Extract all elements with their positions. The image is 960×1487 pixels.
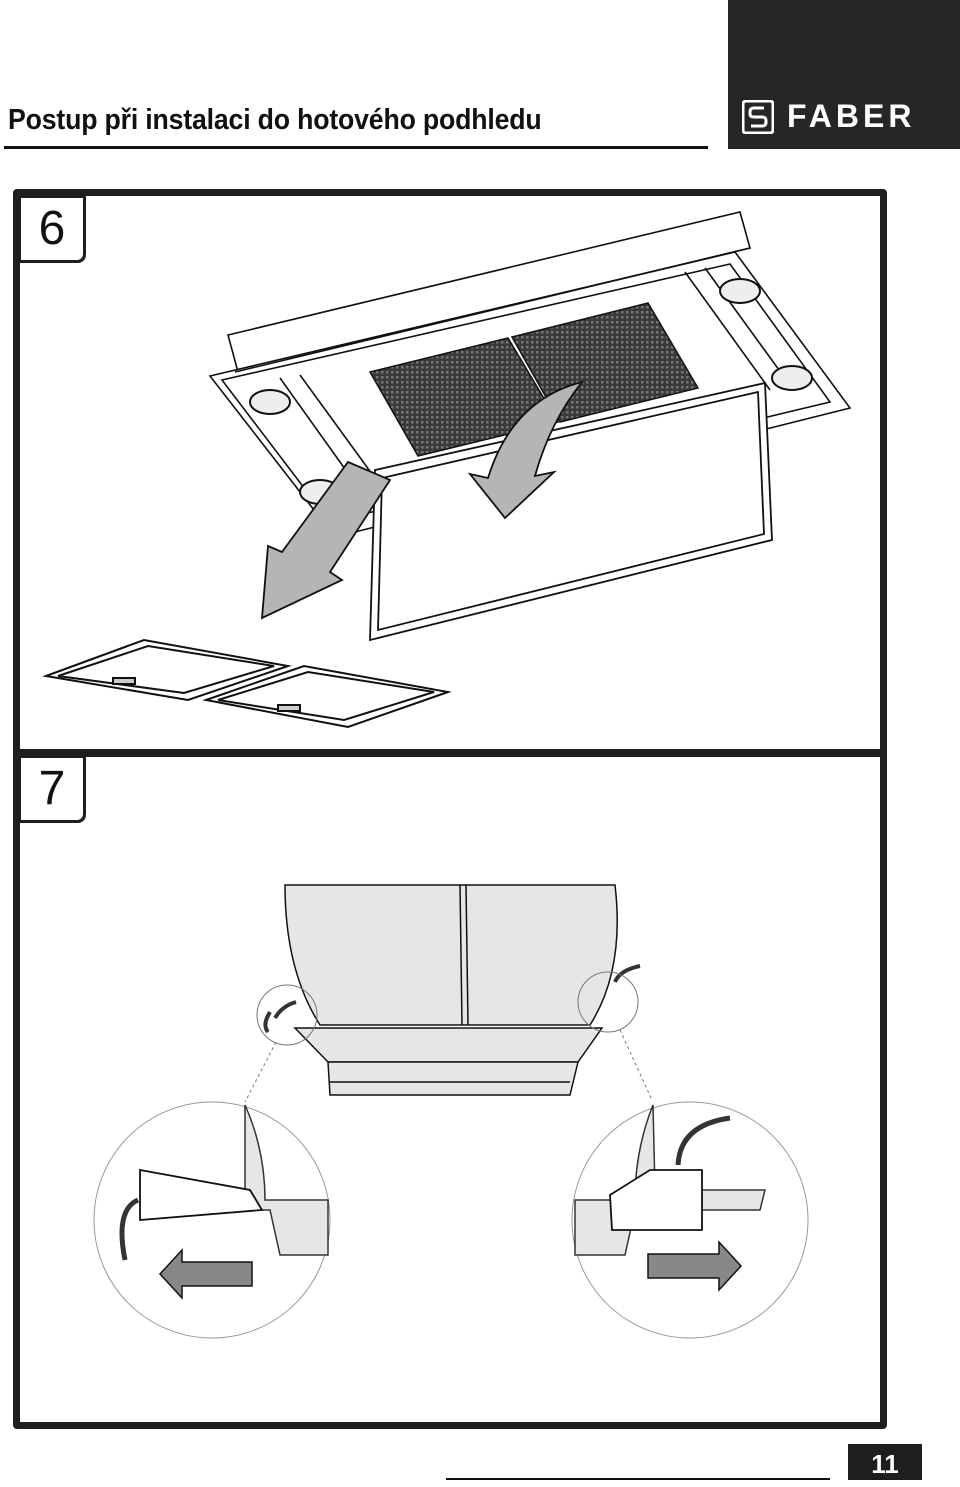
illustration-frame bbox=[13, 189, 887, 1429]
panel-divider bbox=[13, 749, 887, 757]
magnifier-circles-outline bbox=[244, 971, 653, 1103]
page-number: 11 bbox=[848, 1444, 922, 1480]
faber-logo-icon bbox=[742, 100, 774, 134]
page-title: Postup při instalaci do hotového podhled… bbox=[8, 104, 542, 136]
step-number-7: 7 bbox=[18, 755, 86, 823]
step-6-illustration bbox=[42, 211, 852, 729]
arrow-icon bbox=[260, 380, 585, 620]
removed-grease-filters bbox=[42, 638, 452, 729]
cable-right bbox=[613, 964, 641, 983]
lower-panel bbox=[369, 381, 773, 642]
arrow-icon bbox=[158, 1240, 743, 1300]
footer-rule bbox=[446, 1478, 830, 1480]
hood-side-view bbox=[284, 884, 618, 1096]
cable-left bbox=[263, 1000, 297, 1034]
step-number-label: 7 bbox=[21, 758, 83, 820]
step-number-label: 6 bbox=[21, 198, 83, 260]
title-rule bbox=[4, 146, 708, 149]
brand-name: FABER bbox=[787, 98, 916, 134]
step-7-illustration bbox=[93, 884, 809, 1339]
detail-left bbox=[93, 1101, 331, 1339]
step-number-6: 6 bbox=[18, 195, 86, 263]
detail-right bbox=[571, 1101, 809, 1339]
